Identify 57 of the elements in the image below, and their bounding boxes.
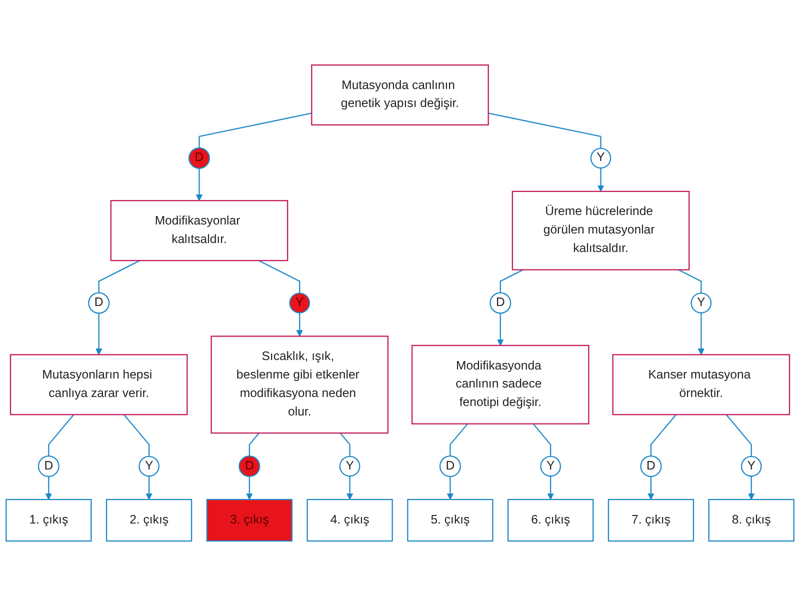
node-box: Mutasyonların hepsi canlıya zarar verir.: [10, 354, 188, 416]
arrow: [196, 168, 203, 201]
connector: [488, 112, 602, 148]
node-box: 4. çıkış: [306, 498, 393, 542]
connector: [98, 260, 140, 293]
node-circle: D: [88, 292, 110, 314]
arrow: [698, 312, 705, 355]
node-circle: Y: [540, 456, 561, 477]
node-box: 5. çıkış: [407, 498, 494, 542]
arrow: [497, 313, 504, 346]
node-box: Modifikasyonda canlının sadece fenotipi değişir.: [411, 344, 590, 424]
node-circle: Y: [740, 456, 762, 477]
arrow: [446, 476, 454, 500]
node-box: Modifikasyonlar kalıtsaldır.: [110, 200, 288, 262]
node-circle: D: [238, 456, 260, 478]
node-circle: Y: [339, 456, 360, 477]
node-circle: D: [38, 456, 60, 478]
connector: [124, 414, 150, 456]
connector: [450, 423, 468, 456]
node-circle: Y: [590, 148, 612, 169]
node-circle: Y: [690, 292, 712, 314]
arrow: [246, 476, 253, 500]
arrow: [597, 168, 604, 192]
node-box: 8. çıkış: [708, 498, 794, 542]
node-circle: Y: [138, 456, 160, 477]
node-circle: D: [490, 292, 512, 314]
node-box: Sıcaklık, ışık, beslenme gibi etkenler modifikasyona neden olur.: [210, 336, 389, 434]
node-box: Kanser mutasyona örnektir.: [612, 354, 790, 416]
connector: [198, 112, 312, 148]
connector: [532, 423, 552, 456]
node-box: 1. çıkış: [6, 498, 92, 542]
arrow: [45, 476, 52, 500]
node-circle: Y: [289, 292, 310, 314]
connector: [678, 269, 702, 294]
connector: [726, 414, 752, 456]
arrow: [296, 312, 303, 337]
node-circle: D: [188, 147, 210, 169]
node-box: 6. çıkış: [508, 498, 594, 542]
arrow: [748, 476, 755, 500]
node-circle: D: [439, 456, 461, 478]
connector: [340, 432, 350, 456]
node-circle: D: [640, 456, 662, 478]
arrow: [346, 476, 354, 500]
connector: [650, 414, 676, 456]
node-box: 3. çıkış: [206, 498, 292, 542]
connector: [48, 414, 74, 456]
arrow: [648, 476, 654, 500]
arrow: [547, 476, 554, 500]
node-box: 7. çıkış: [608, 498, 694, 542]
node-box: Mutasyonda canlının genetik yapısı değişir.: [311, 64, 489, 126]
node-box: Üreme hücrelerinde görülen mutasyonlar kalıtsaldır.: [512, 190, 690, 270]
arrow: [146, 476, 152, 500]
connector: [500, 269, 524, 293]
arrow: [95, 313, 102, 355]
node-box: 2. çıkış: [106, 498, 192, 542]
connector: [248, 432, 260, 456]
connector: [258, 260, 300, 294]
